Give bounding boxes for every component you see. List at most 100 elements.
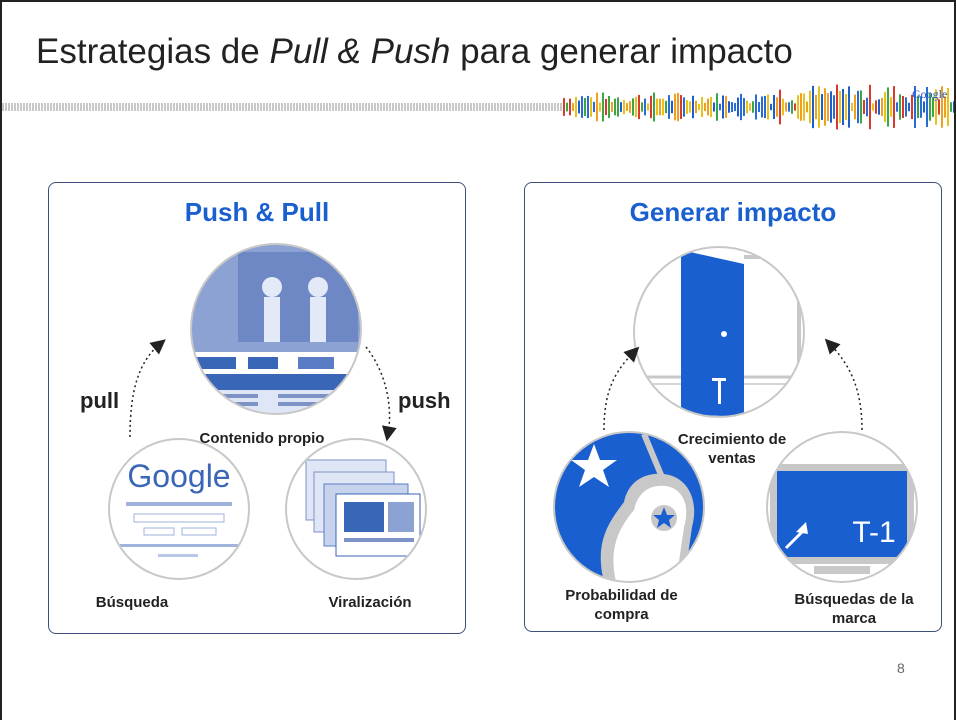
barcode-bar xyxy=(356,103,358,111)
barcode-bar xyxy=(344,103,346,111)
barcode-bar xyxy=(767,94,769,120)
page-number: 8 xyxy=(897,660,905,676)
barcode-bar xyxy=(545,103,547,111)
barcode-bar xyxy=(923,101,925,113)
barcode-bar xyxy=(569,98,571,116)
barcode-bar xyxy=(137,103,139,111)
barcode-bar xyxy=(386,103,388,111)
barcode-bar xyxy=(62,103,64,111)
barcode-bar xyxy=(638,94,640,120)
barcode-bar xyxy=(227,103,229,111)
barcode-bar xyxy=(152,103,154,111)
barcode-bar xyxy=(113,103,115,111)
barcode-bar xyxy=(473,103,475,111)
barcode-bar xyxy=(932,97,934,117)
barcode-bar xyxy=(308,103,310,111)
barcode-bar xyxy=(281,103,283,111)
barcode-bar xyxy=(497,103,499,111)
barcode-bar xyxy=(26,103,28,111)
barcode-bar xyxy=(317,103,319,111)
barcode-bar xyxy=(470,103,472,111)
barcode-bar xyxy=(896,102,898,112)
barcode-bar xyxy=(899,94,901,120)
barcode-bar xyxy=(533,103,535,111)
barcode-bar xyxy=(140,103,142,111)
barcode-bar xyxy=(518,103,520,111)
barcode-bar xyxy=(185,103,187,111)
barcode-bar xyxy=(65,103,67,111)
google-logo: Google xyxy=(912,87,947,102)
barcode-bar xyxy=(941,86,943,128)
barcode-bar xyxy=(17,103,19,111)
barcode-bar xyxy=(455,103,457,111)
barcode-bar xyxy=(536,103,538,111)
barcode-bar xyxy=(101,103,103,111)
barcode-bar xyxy=(866,97,868,117)
barcode-bar xyxy=(2,103,4,111)
barcode-bar xyxy=(653,92,655,122)
barcode-bar xyxy=(524,103,526,111)
content-label: Contenido propio xyxy=(199,430,325,447)
barcode-bar xyxy=(611,101,613,113)
barcode-bar xyxy=(887,87,889,127)
pull-arrow xyxy=(129,339,166,438)
barcode-bar xyxy=(86,103,88,111)
barcode-bar xyxy=(806,101,808,113)
barcode-bar xyxy=(458,103,460,111)
barcode-bar xyxy=(920,96,922,118)
pull-label: pull xyxy=(80,388,120,413)
barcode-bar xyxy=(713,102,715,112)
barcode-bar xyxy=(650,95,652,119)
barcode-bar xyxy=(701,96,703,118)
impact-diagram: T-1 xyxy=(553,246,918,583)
barcode-bar xyxy=(92,103,94,111)
barcode-bar xyxy=(365,103,367,111)
barcode-bar xyxy=(851,102,853,112)
barcode-bar xyxy=(197,103,199,111)
barcode-bar xyxy=(146,103,148,111)
barcode-bar xyxy=(371,103,373,111)
barcode-bar xyxy=(428,103,430,111)
barcode-bar xyxy=(83,103,85,111)
barcode-bar xyxy=(632,98,634,116)
barcode-bar xyxy=(401,103,403,111)
barcode-bar xyxy=(671,100,673,114)
barcode-bar xyxy=(263,103,265,111)
barcode-bar xyxy=(47,103,49,111)
barcode-bar xyxy=(260,103,262,111)
barcode-bar xyxy=(947,87,949,127)
barcode-bar xyxy=(794,103,796,111)
barcode-bar xyxy=(452,103,454,111)
barcode-bar xyxy=(110,103,112,111)
barcode-bar xyxy=(869,84,871,130)
barcode-bar xyxy=(626,103,628,111)
barcode-bar xyxy=(71,103,73,111)
barcode-bar xyxy=(161,103,163,111)
push-pull-diagram: Google xyxy=(108,243,427,580)
barcode-bar xyxy=(341,103,343,111)
svg-text:Google: Google xyxy=(127,458,230,494)
barcode-bar xyxy=(119,103,121,111)
barcode-bar xyxy=(287,103,289,111)
barcode-bar xyxy=(689,101,691,113)
barcode-bar xyxy=(845,93,847,121)
barcode-bar xyxy=(641,102,643,112)
barcode-bar xyxy=(734,103,736,111)
barcode-bar xyxy=(206,103,208,111)
barcode-bar xyxy=(269,103,271,111)
barcode-bar xyxy=(155,103,157,111)
barcode-bar xyxy=(374,103,376,111)
barcode-bar xyxy=(8,103,10,111)
barcode-bar xyxy=(926,86,928,128)
barcode-bar xyxy=(275,103,277,111)
barcode-bar xyxy=(707,98,709,116)
barcode-bar xyxy=(824,88,826,126)
barcode-bar xyxy=(782,98,784,116)
barcode-bar xyxy=(38,103,40,111)
barcode-bar xyxy=(578,100,580,114)
barcode-bar xyxy=(242,103,244,111)
barcode-bar xyxy=(443,103,445,111)
barcode-bar xyxy=(722,95,724,119)
barcode-bar xyxy=(680,95,682,119)
